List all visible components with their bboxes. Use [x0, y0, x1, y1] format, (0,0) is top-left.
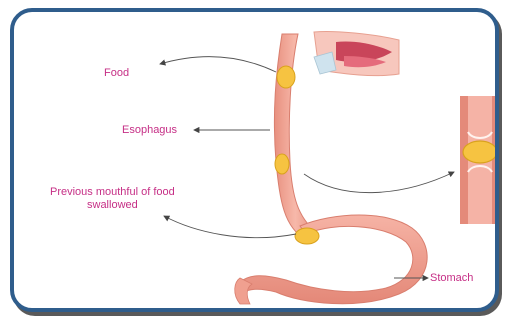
diagram-frame: Food Esophagus Previous mouthful of food… [10, 8, 499, 312]
zoom-arrow [304, 172, 454, 193]
label-stomach: Stomach [430, 272, 473, 285]
food-bolus-bottom [295, 228, 319, 244]
label-previous-mouthful: Previous mouthful of food swallowed [50, 186, 175, 211]
zoom-inset [460, 96, 495, 224]
previous-mouthful-arrow [164, 216, 296, 238]
mouth-region [314, 31, 399, 75]
label-esophagus: Esophagus [122, 124, 177, 137]
food-bolus-top [277, 66, 295, 88]
food-bolus-middle [275, 154, 289, 174]
food-arrow [160, 57, 276, 72]
stomach [235, 215, 427, 304]
esophagus-illustration [14, 12, 495, 308]
esophagus-tube [274, 34, 316, 240]
label-food: Food [104, 67, 129, 80]
label-previous-line2: swallowed [50, 199, 175, 212]
label-previous-line1: Previous mouthful of food [50, 186, 175, 199]
